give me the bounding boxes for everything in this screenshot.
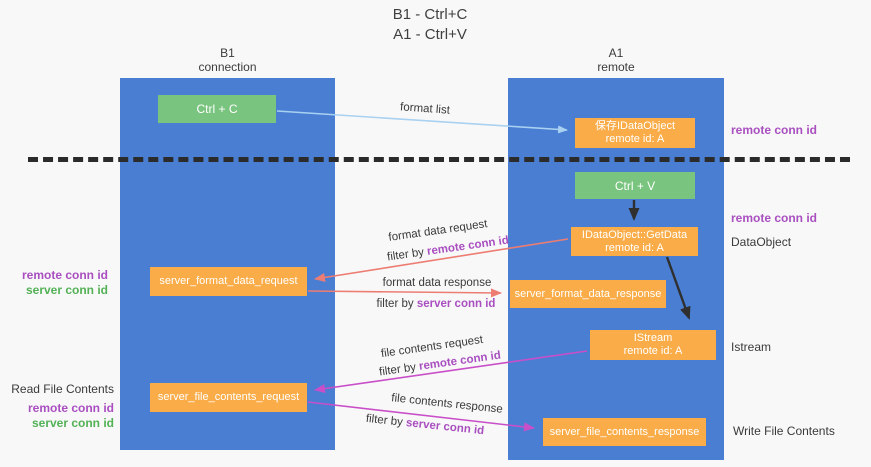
node-clipboard-object-line1: 保存IDataObject [594, 120, 676, 132]
right-label-remote-conn-id-1: remote conn id [731, 123, 818, 137]
left-label-server-conn-id: server conn id [31, 416, 114, 430]
lane-header-b1: B1 connection [120, 46, 335, 74]
node-ctrl-c-label: Ctrl + C [196, 102, 238, 116]
left-label-group-file: Read File Contents remote conn id server… [8, 382, 114, 431]
lane-b1-name: B1 [220, 46, 235, 60]
format-data-response-arrow [307, 288, 502, 298]
left-label-remote-conn-id: remote conn id [27, 401, 114, 415]
filter-prefix: filter by [376, 298, 417, 310]
filter-prefix: filter by [378, 360, 420, 379]
left-label-group-format: remote conn id server conn id [8, 268, 108, 298]
left-label-remote-conn-id: remote conn id [21, 268, 108, 282]
edge-label-format-response-filter: filter by server conn id [377, 298, 496, 310]
node-server-format-data-request-label: server_format_data_request [159, 275, 298, 287]
right-label-dataobject: DataObject [731, 235, 792, 249]
node-getdata: IDataObject::GetData remote id: A [571, 227, 698, 256]
node-ctrl-v: Ctrl + V [575, 172, 695, 199]
filter-id-remote-conn: remote conn id [426, 234, 510, 258]
node-istream-line2: remote id: A [623, 345, 683, 357]
clipboard-boundary-dashed-line [28, 157, 850, 162]
node-getdata-line2: remote id: A [605, 241, 664, 254]
lane-b1-role: connection [198, 60, 257, 74]
title-line-1: B1 - Ctrl+C [392, 6, 468, 23]
filter-prefix: filter by [386, 245, 428, 264]
edge-label-format-list: format list [399, 101, 451, 117]
right-label-write-file-contents: Write File Contents [733, 424, 835, 438]
node-getdata-line1: IDataObject::GetData [581, 228, 688, 241]
lane-header-a1: A1 remote [508, 46, 724, 74]
lane-a1-name: A1 [608, 46, 624, 60]
node-server-file-contents-response: server_file_contents_response [543, 418, 706, 446]
node-server-format-data-request: server_format_data_request [150, 267, 307, 296]
node-server-file-contents-response-label: server_file_contents_response [549, 425, 700, 438]
node-istream: IStream remote id: A [590, 330, 716, 360]
diagram-title: B1 - Ctrl+C A1 - Ctrl+V [0, 5, 860, 45]
right-label-remote-conn-id-2: remote conn id [731, 211, 818, 225]
edge-label-file-contents-response: file contents response [390, 392, 504, 416]
right-label-istream: Istream [731, 340, 772, 354]
node-clipboard-object: 保存IDataObject remote id: A [575, 118, 695, 148]
node-ctrl-v-label: Ctrl + V [614, 178, 656, 193]
title-line-2: A1 - Ctrl+V [393, 26, 467, 43]
edge-label-format-data-response: format data response [382, 277, 492, 289]
lane-a1-role: remote [597, 60, 635, 74]
edge-label-file-response-filter: filter by server conn id [365, 413, 484, 437]
left-label-server-conn-id: server conn id [25, 283, 108, 297]
filter-id-server-conn: server conn id [405, 417, 485, 438]
node-server-format-data-response-label: server_format_data_response [514, 287, 662, 300]
node-clipboard-object-line2: remote id: A [605, 133, 665, 145]
node-server-file-contents-request: server_file_contents_request [150, 383, 307, 412]
node-istream-line1: IStream [633, 332, 673, 344]
node-server-file-contents-request-label: server_file_contents_request [157, 391, 300, 403]
node-server-format-data-response: server_format_data_response [510, 280, 666, 308]
filter-prefix: filter by [365, 412, 407, 429]
filter-id-server-conn: server conn id [416, 298, 496, 310]
left-label-read-file-contents: Read File Contents [11, 382, 114, 396]
node-ctrl-c: Ctrl + C [158, 95, 276, 123]
